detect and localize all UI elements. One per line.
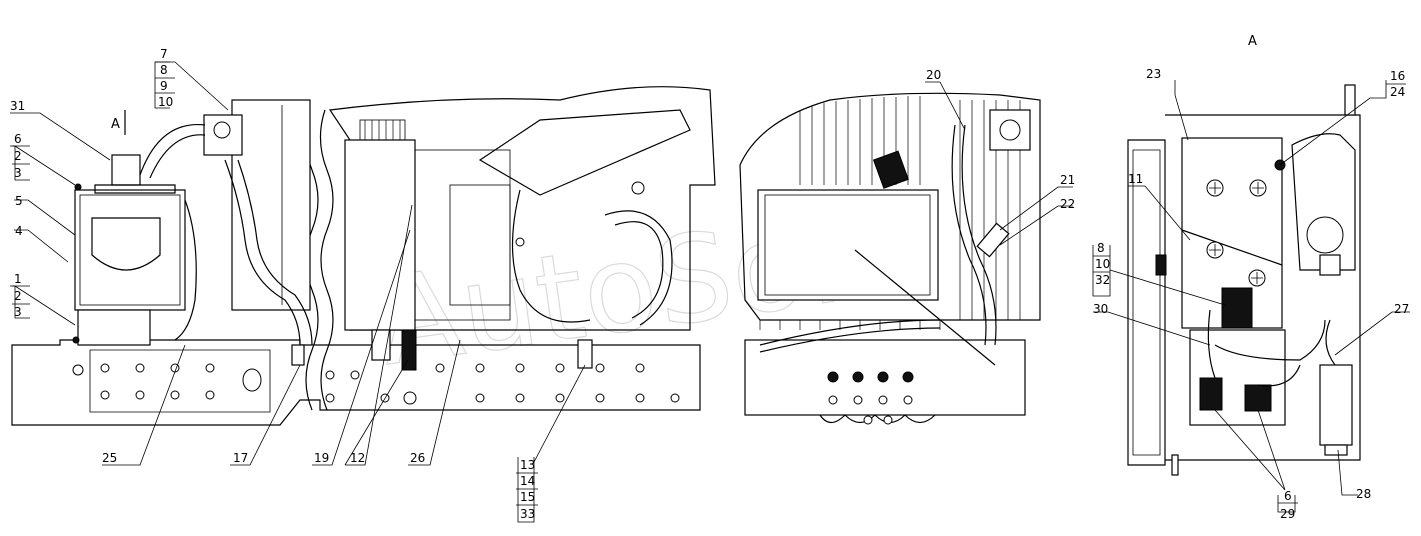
callout-8: 8	[160, 63, 168, 77]
screws	[1206, 179, 1267, 287]
section-label: A	[111, 117, 120, 132]
callout-28: 28	[1356, 487, 1371, 501]
callout-17: 17	[233, 451, 248, 465]
callout-22: 22	[1060, 197, 1075, 211]
callout-3: 3	[14, 166, 22, 180]
callout-15: 15	[520, 490, 535, 504]
callout-8b: 8	[1097, 241, 1105, 255]
callout-23: 23	[1146, 67, 1161, 81]
middle-view	[739, 92, 1041, 425]
battery-box	[72, 154, 197, 376]
leader-lines	[10, 61, 1410, 523]
engine-assembly	[139, 86, 716, 371]
callout-10b: 10	[1095, 257, 1110, 271]
callout-16: 16	[1390, 69, 1405, 83]
callout-19: 19	[314, 451, 329, 465]
callout-26: 26	[410, 451, 425, 465]
callout-2: 2	[14, 149, 22, 163]
callout-7: 7	[160, 47, 168, 61]
callout-6b: 6	[1284, 489, 1292, 503]
callout-11: 11	[1128, 172, 1143, 186]
callout-30: 30	[1093, 302, 1108, 316]
callout-4: 4	[15, 224, 23, 238]
callout-6: 6	[14, 132, 22, 146]
callout-10: 10	[158, 95, 173, 109]
callout-31: 31	[10, 99, 25, 113]
callout-5: 5	[15, 194, 23, 208]
callout-20: 20	[926, 68, 941, 82]
callout-25: 25	[102, 451, 117, 465]
callout-9: 9	[160, 79, 168, 93]
callout-12: 12	[350, 451, 365, 465]
callout-33: 33	[520, 507, 535, 521]
callout-32: 32	[1095, 273, 1110, 287]
callout-27: 27	[1394, 302, 1409, 316]
callout-13: 13	[520, 458, 535, 472]
callout-labels: 7 8 9 10 31 6 2 3 5 4 1 2 3 25 17 19 12 …	[10, 34, 1409, 521]
callout-14: 14	[520, 474, 535, 488]
callout-3b: 3	[14, 305, 22, 319]
callout-24: 24	[1390, 85, 1405, 99]
callout-1: 1	[14, 272, 22, 286]
callout-29: 29	[1280, 507, 1295, 521]
callout-21: 21	[1060, 173, 1075, 187]
right-view-a	[1127, 84, 1361, 476]
frame-holes	[100, 363, 680, 405]
middle-frame-holes	[827, 371, 914, 425]
callout-2b: 2	[14, 289, 22, 303]
view-label: A	[1248, 34, 1257, 49]
